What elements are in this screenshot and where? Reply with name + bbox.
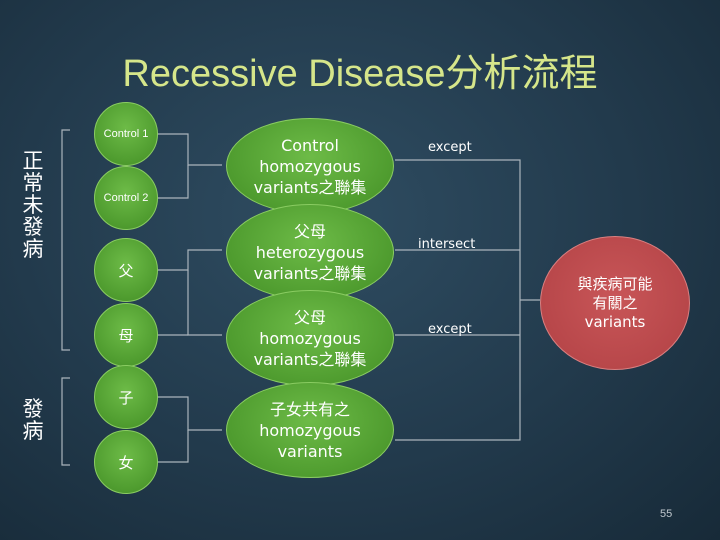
set-line: variants之聯集	[253, 349, 367, 369]
set-line: variants之聯集	[253, 177, 367, 197]
bracket-affected	[61, 377, 70, 466]
set-line: 父母	[293, 221, 326, 241]
node-control-homozygous-union: Control homozygous variants之聯集	[226, 118, 394, 214]
node-children-shared-homozygous: 子女共有之 homozygous variants	[226, 382, 394, 478]
set-line: heterozygous	[255, 242, 365, 262]
node-parents-homozygous-union: 父母 homozygous variants之聯集	[226, 290, 394, 386]
result-line: variants	[584, 312, 646, 331]
group-label-affected: 發病	[22, 397, 44, 443]
set-line: homozygous	[259, 156, 361, 176]
node-mother: 母	[94, 303, 158, 367]
set-line: Control	[281, 135, 339, 155]
set-line: 父母	[293, 307, 326, 327]
result-line: 與疾病可能	[577, 274, 653, 293]
node-father: 父	[94, 238, 158, 302]
node-son: 子	[94, 365, 158, 429]
set-line: variants之聯集	[253, 263, 367, 283]
node-daughter: 女	[94, 430, 158, 494]
set-line: variants	[277, 441, 343, 461]
node-result-variants: 與疾病可能 有關之 variants	[540, 236, 690, 370]
operation-intersect: intersect	[418, 237, 476, 252]
node-parents-heterozygous-union: 父母 heterozygous variants之聯集	[226, 204, 394, 300]
page-title: Recessive Disease分析流程	[122, 53, 598, 95]
result-line: 有關之	[592, 293, 638, 312]
set-line: homozygous	[259, 420, 361, 440]
set-line: 子女共有之	[269, 399, 350, 419]
node-control-1: Control 1	[94, 102, 158, 166]
group-label-unaffected: 正常未發病	[22, 149, 44, 261]
page-number: 55	[660, 508, 673, 520]
node-control-2: Control 2	[94, 166, 158, 230]
bracket-unaffected	[61, 129, 70, 351]
set-line: homozygous	[259, 328, 361, 348]
operation-except-1: except	[428, 140, 472, 155]
operation-except-2: except	[428, 322, 472, 337]
